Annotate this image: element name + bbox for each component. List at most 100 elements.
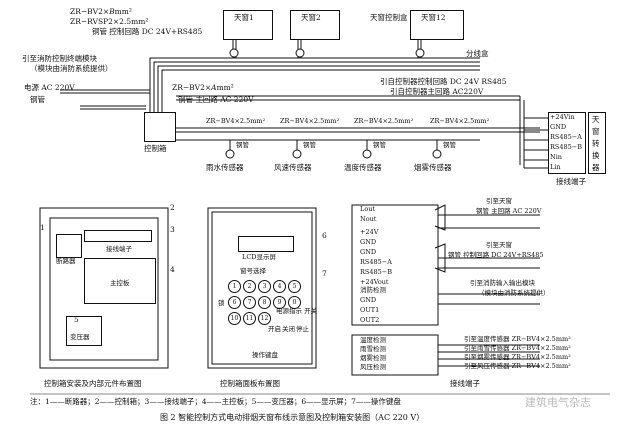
- breaker-label: 断路器: [56, 257, 76, 265]
- top-bv-label: ZR−BV2×Bmm²: [70, 7, 132, 16]
- conv-pin: Nin: [550, 153, 562, 161]
- tb-sensor-note-2: 引至雨雪传感器 ZR−BV4×2.5mm²: [464, 344, 571, 352]
- top-rvsp-label: ZR−RVSP2×2.5mm²: [70, 17, 149, 26]
- keypad-key[interactable]: 10: [228, 312, 241, 325]
- sensor-3-pipe: 钢管: [373, 141, 386, 149]
- sensor-3-cable: ZR−BV4×2.5mm²: [354, 117, 414, 125]
- tb-pin: +24V: [360, 228, 379, 236]
- callout-3: 3: [170, 225, 175, 234]
- tb-pin: 消防检测: [360, 286, 386, 294]
- power-label: 电源 AC 220V: [24, 83, 75, 92]
- keypad-key[interactable]: 3: [258, 280, 271, 293]
- main-board-label: 主控板: [110, 279, 130, 287]
- tb-pin: GND: [360, 238, 377, 246]
- conv-pin: Lin: [550, 163, 561, 171]
- callout-1: 1: [40, 223, 45, 232]
- watermark: 建筑电气杂志: [525, 396, 591, 409]
- main-duct-label: 钢管 主回路 AC 220V: [178, 95, 254, 104]
- sensor-4-cable: ZR−BV4×2.5mm²: [430, 117, 490, 125]
- converter-title-box: [588, 112, 606, 174]
- power-switch-label: 电源指示 开关: [276, 307, 318, 315]
- tb-sensor-note-1: 引至温度传感器 ZR−BV4×2.5mm²: [464, 335, 571, 343]
- tb-pin: +24Vout: [360, 278, 389, 286]
- sensor-4-pipe: 钢管: [443, 141, 456, 149]
- callout-5: 5: [74, 315, 79, 324]
- sensor-3-name: 温度传感器: [344, 163, 382, 172]
- keypad-key[interactable]: 5: [288, 280, 301, 293]
- tb-sensor-note-3: 引至烟雾传感器 ZR−BV4×2.5mm²: [464, 353, 571, 361]
- window-1-label: 天窗1: [234, 13, 254, 22]
- junction-label: 分线盒: [466, 49, 489, 58]
- tb-sensor-pin: 温度检测: [360, 336, 386, 344]
- callout-2: 2: [170, 203, 175, 212]
- tb-pin: Lout: [360, 205, 376, 213]
- keypad-key[interactable]: 6: [228, 296, 241, 309]
- keypad-key[interactable]: 7: [243, 296, 256, 309]
- lcd-label: LCD显示屏: [242, 253, 277, 261]
- sensor-1-name: 雨水传感器: [206, 163, 244, 172]
- figure-caption: 图 2 智能控制方式电动排烟天窗布线示意图及控制箱安装图（AC 220 V）: [160, 413, 425, 422]
- converter-pins: [548, 112, 586, 174]
- sensor-4-name: 烟雾传感器: [414, 163, 452, 172]
- tb-pin: GND: [360, 248, 377, 256]
- pipe-label: 钢管: [30, 95, 45, 104]
- tb-note-main: 钢管 主回路 AC 220V: [476, 207, 542, 215]
- keypad-label: 操作键盘: [252, 351, 278, 359]
- conv-pin: RS485−B: [550, 143, 582, 151]
- tb-note-dc: 钢管 控制回路 DC 24V+RS485: [448, 251, 544, 259]
- callout-6: 6: [322, 231, 327, 240]
- main-bv-label: ZR−BV2×Amm²: [172, 83, 234, 92]
- keypad-key[interactable]: 12: [258, 312, 271, 325]
- tb-pin: RS485−B: [360, 268, 392, 276]
- window-1: [223, 10, 273, 40]
- top-duct-label: 铜管 控制回路 DC 24V+RS485: [92, 27, 203, 36]
- transformer-label: 变压器: [70, 333, 90, 341]
- tb-pin: GND: [360, 296, 377, 304]
- fire-module-label: 引至消防控制终端模块: [22, 54, 97, 63]
- panel-caption: 控制箱面板布置图: [220, 379, 280, 388]
- tb-note-fire-note: （模块由消防系统提供）: [478, 289, 550, 297]
- tb-pin: RS485−A: [360, 258, 392, 266]
- keypad-key[interactable]: 0: [288, 296, 301, 309]
- tb-note-window2: 引至天窗: [486, 241, 512, 249]
- conv-pin: RS485−A: [550, 133, 582, 141]
- sensor-2-name: 风速传感器: [274, 163, 312, 172]
- conv-pin: +24Vin: [550, 113, 575, 121]
- from-ctrl-main-label: 引自控制器主回路 AC220V: [390, 87, 484, 96]
- keypad-key[interactable]: 11: [243, 312, 256, 325]
- btn-open: 开启: [268, 325, 281, 333]
- fire-module-note: （模块由消防系统提供）: [30, 64, 113, 73]
- keypad-key[interactable]: 2: [243, 280, 256, 293]
- sensor-2-cable: ZR−BV4×2.5mm²: [280, 117, 340, 125]
- btn-close: 关闭: [282, 325, 295, 333]
- tb-sensor-pin: 雨雪检测: [360, 345, 386, 353]
- tb-note-window: 引至天窗: [486, 197, 512, 205]
- legend: 注：1——断路器；2——控制箱；3——接线端子；4——主控板；5——变压器；6—…: [30, 397, 401, 406]
- transformer: [66, 316, 102, 346]
- tb-caption: 接线端子: [450, 379, 480, 388]
- keypad-key[interactable]: 4: [273, 280, 286, 293]
- window-12: [410, 10, 464, 40]
- tb-pin: OUT1: [360, 306, 380, 314]
- terminal-label: 接线端子: [106, 245, 132, 253]
- lcd-screen: [238, 236, 294, 252]
- tb-note-fire: 引至消防输入输出模块: [470, 279, 535, 287]
- callout-7: 7: [322, 269, 327, 278]
- control-box: [144, 112, 176, 142]
- lock-label: 锁: [218, 299, 225, 307]
- btn-stop: 停止: [296, 325, 309, 333]
- terminal-strip: [84, 230, 152, 242]
- control-box-label: 控制箱: [144, 144, 167, 153]
- keypad-key[interactable]: 8: [258, 296, 271, 309]
- keypad-key[interactable]: 1: [228, 280, 241, 293]
- select-label: 窗号选择: [240, 267, 266, 275]
- window-control-box-label: 天窗控制盒: [370, 13, 408, 22]
- sensor-1-pipe: 钢管: [236, 141, 249, 149]
- tb-sensor-pin: 风压检测: [360, 363, 386, 371]
- main-board: [84, 258, 156, 304]
- window-2-label: 天窗2: [301, 13, 321, 22]
- converter-title: 天窗转换器: [592, 115, 600, 172]
- keypad-key[interactable]: 9: [273, 296, 286, 309]
